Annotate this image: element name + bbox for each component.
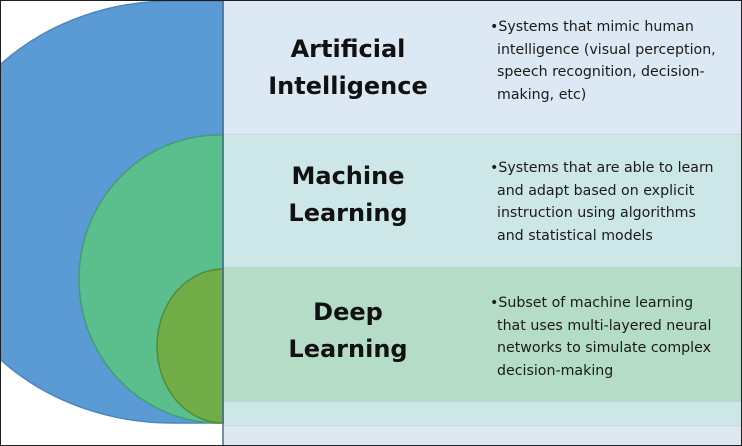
- ml-title-line-1: Machine: [291, 162, 405, 190]
- dl-description-line-4: decision-making: [497, 362, 614, 379]
- base-band: [223, 425, 741, 445]
- ml-description-line-4: and statistical models: [497, 227, 653, 244]
- ml-band: [223, 135, 741, 268]
- ml-description-line-1: •Systems that are able to learn: [490, 160, 714, 176]
- ai-title: Artificial Intelligence: [233, 31, 463, 105]
- dl-description-line-1: •Subset of machine learning: [490, 295, 694, 311]
- ai-title-line-2: Intelligence: [268, 72, 428, 100]
- ml-description-line-2: and adapt based on explicit: [497, 182, 695, 199]
- ai-description-line-2: intelligence (visual perception,: [497, 41, 716, 58]
- ai-band: [223, 1, 741, 135]
- dl-title: Deep Learning: [233, 294, 463, 368]
- ai-description-line-3: speech recognition, decision-: [497, 64, 705, 80]
- dl-description: •Subset of machine learning that uses mu…: [490, 292, 735, 382]
- ai-description-line-4: making, etc): [497, 86, 587, 103]
- ml-description-line-3: instruction using algorithms: [497, 205, 696, 221]
- dl-circle: [156, 268, 224, 424]
- bottom-band: [223, 401, 741, 425]
- ai-description: •Systems that mimic human intelligence (…: [490, 16, 735, 106]
- dl-band: [223, 268, 741, 401]
- dl-title-line-1: Deep: [313, 298, 383, 326]
- ml-title-line-2: Learning: [288, 199, 408, 227]
- dl-title-line-2: Learning: [288, 335, 408, 363]
- dl-description-line-2: that uses multi-layered neural: [497, 317, 712, 334]
- ml-title: Machine Learning: [233, 158, 463, 232]
- ai-description-line-1: •Systems that mimic human: [490, 19, 694, 35]
- ml-description: •Systems that are able to learn and adap…: [490, 157, 735, 247]
- dl-description-line-3: networks to simulate complex: [497, 340, 711, 356]
- ai-title-line-1: Artificial: [290, 35, 406, 63]
